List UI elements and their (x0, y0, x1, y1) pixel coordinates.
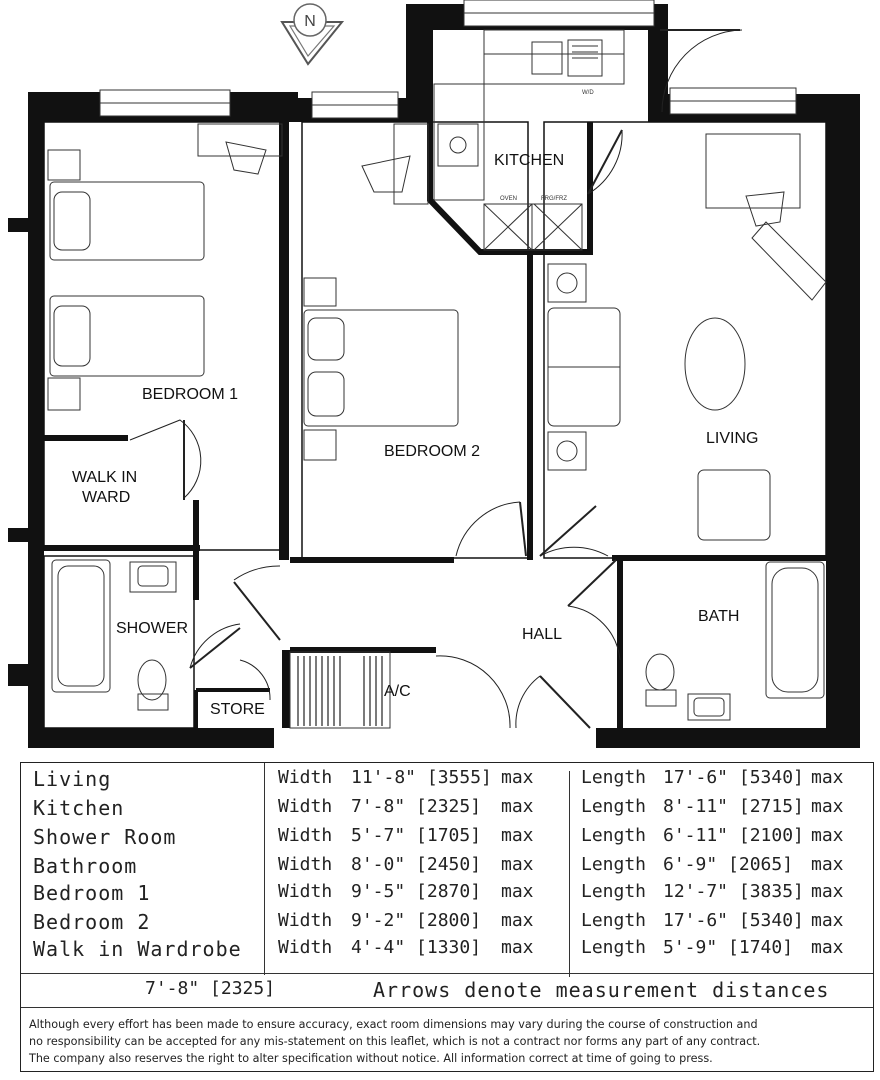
column-divider-length (569, 771, 570, 977)
label-bath: BATH (698, 608, 739, 625)
living-furniture (547, 133, 827, 541)
schedule-width-value: 9'-2" [2800] (351, 910, 482, 931)
schedule-room: Kitchen (33, 796, 125, 820)
schedule-length-suffix: max (811, 854, 844, 875)
schedule-room: Bedroom 1 (33, 881, 151, 905)
schedule-length-label: Length (581, 796, 647, 817)
schedule-length-value: 6'-9" [2065] (663, 854, 794, 875)
schedule-length-label: Length (581, 767, 647, 788)
windows (99, 0, 797, 119)
schedule-length-label: Length (581, 937, 647, 958)
schedule-length-label: Length (581, 854, 647, 875)
schedule-length-suffix: max (811, 881, 844, 902)
schedule-room: Living (33, 767, 112, 791)
floor-plan: N (8, 0, 860, 748)
arrows-note: Arrows denote measurement distances (373, 978, 830, 1002)
schedule-length-value: 8'-11" [2715] (663, 796, 804, 817)
schedule-width-value: 8'-0" [2450] (351, 854, 482, 875)
compass-letter: N (304, 13, 316, 30)
wd-label: W/D (582, 90, 594, 96)
schedule-room: Bathroom (33, 854, 138, 878)
disclaimer-line-2: no responsibility can be accepted for an… (29, 1035, 761, 1048)
schedule-length-value: 6'-11" [2100] (663, 825, 804, 846)
schedule-length-label: Length (581, 881, 647, 902)
schedule-length-value: 17'-6" [5340] (663, 910, 804, 931)
schedule-room: Bedroom 2 (33, 910, 151, 934)
schedule-width-label: Width (278, 854, 333, 875)
schedule-length-suffix: max (811, 937, 844, 958)
inner-walls (43, 30, 827, 729)
schedule-width-label: Width (278, 881, 333, 902)
label-ac: A/C (384, 683, 411, 700)
kitchen-fittings (433, 29, 625, 251)
schedule-width-suffix: max (501, 937, 534, 958)
schedule-width-suffix: max (501, 796, 534, 817)
bathroom-fixtures (51, 559, 825, 729)
schedule-room: Shower Room (33, 825, 177, 849)
label-store: STORE (210, 701, 265, 718)
schedule-width-label: Width (278, 767, 333, 788)
schedule-width-label: Width (278, 910, 333, 931)
schedule-length-suffix: max (811, 767, 844, 788)
schedule-length-suffix: max (811, 796, 844, 817)
schedule-width-suffix: max (501, 910, 534, 931)
disclaimer-line-1: Although every effort has been made to e… (29, 1018, 758, 1031)
schedule-width-suffix: max (501, 854, 534, 875)
compass-icon: N (280, 3, 345, 66)
schedule-length-label: Length (581, 825, 647, 846)
ac-cupboard-hatching (297, 656, 383, 726)
schedule-room: Walk in Wardrobe (33, 937, 242, 961)
row-divider-disclaimer (21, 1007, 873, 1008)
disclaimer-line-3: The company also reserves the right to a… (29, 1052, 713, 1065)
schedule-width-value: 4'-4" [1330] (351, 937, 482, 958)
schedule-width-label: Width (278, 937, 333, 958)
schedule-length-value: 5'-9" [1740] (663, 937, 794, 958)
label-shower: SHOWER (116, 620, 188, 637)
schedule-width-label: Width (278, 825, 333, 846)
label-kitchen: KITCHEN (494, 152, 564, 169)
schedule-width-suffix: max (501, 825, 534, 846)
schedule-length-suffix: max (811, 910, 844, 931)
label-bedroom2: BEDROOM 2 (384, 443, 480, 460)
schedule-width-value: 9'-5" [2870] (351, 881, 482, 902)
footer-dimension: 7'-8" [2325] (145, 978, 276, 999)
oven-label: OVEN (500, 196, 517, 202)
label-living: LIVING (706, 430, 758, 447)
schedule-length-suffix: max (811, 825, 844, 846)
label-walk-in-ward-2: WARD (82, 489, 130, 506)
schedule-width-value: 11'-8" [3555] (351, 767, 492, 788)
label-hall: HALL (522, 626, 562, 643)
schedule-length-label: Length (581, 910, 647, 931)
label-bedroom1: BEDROOM 1 (142, 386, 238, 403)
frg-frz-label: FRG/FRZ (541, 196, 567, 202)
schedule-width-suffix: max (501, 767, 534, 788)
bedroom1-furniture (47, 123, 283, 411)
schedule-length-value: 17'-6" [5340] (663, 767, 804, 788)
column-divider-width (264, 763, 265, 975)
schedule-width-label: Width (278, 796, 333, 817)
disclaimer: Although every effort has been made to e… (29, 1016, 865, 1067)
schedule-length-value: 12'-7" [3835] (663, 881, 804, 902)
schedule-width-suffix: max (501, 881, 534, 902)
schedule-width-value: 7'-8" [2325] (351, 796, 482, 817)
doors (129, 29, 743, 729)
label-walk-in-ward-1: WALK IN (72, 469, 137, 486)
row-divider-footer (21, 973, 873, 974)
bedroom2-furniture (303, 123, 459, 461)
schedule-width-value: 5'-7" [1705] (351, 825, 482, 846)
